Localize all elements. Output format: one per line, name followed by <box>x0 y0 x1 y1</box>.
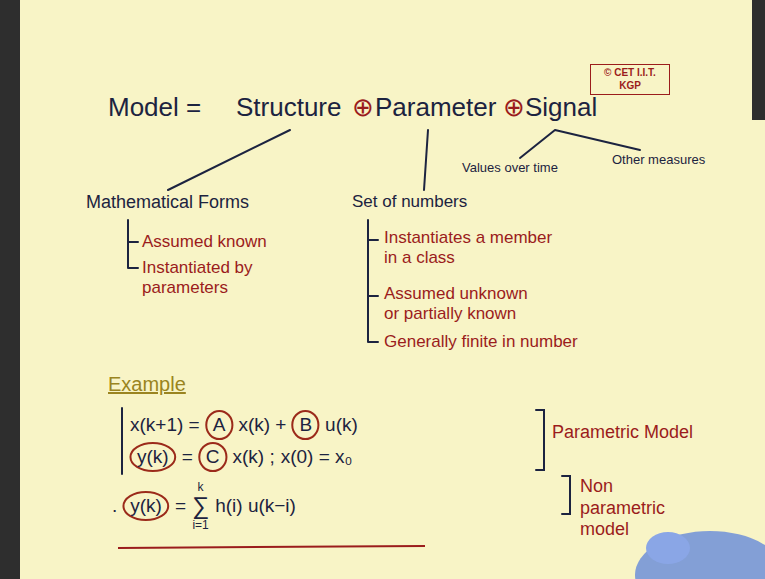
tree-bracket <box>128 220 138 268</box>
symbol-text: C <box>206 446 220 468</box>
equation-row: x(k+1) = Ax(k) + Bu(k) <box>130 410 358 440</box>
heading-word: Signal <box>525 92 597 123</box>
note: Assumed known <box>142 232 267 252</box>
model-type: Parametric Model <box>552 422 693 444</box>
symbol-text: A <box>213 414 226 436</box>
sum-limit: k <box>198 480 204 494</box>
stamp-text: © CET I.I.T. KGP <box>595 67 665 92</box>
bracket <box>562 476 570 514</box>
model-type: Non parametric model <box>580 476 690 541</box>
equation-term: x(k) ; <box>233 446 275 469</box>
gloved-hand <box>635 531 765 579</box>
note: Instantiated by parameters <box>142 258 267 299</box>
symbol-text: y(k) <box>130 495 162 517</box>
equation-term: . <box>112 495 117 518</box>
equation-term: = <box>175 495 186 518</box>
symbol-text: y(k) <box>137 446 169 468</box>
tree-bracket <box>368 220 378 342</box>
branch-label: Mathematical Forms <box>86 192 249 214</box>
equation-term: x(k+1) = <box>130 414 200 437</box>
equation-term: = <box>182 446 193 469</box>
circle-outline <box>124 492 169 520</box>
underline <box>118 546 425 548</box>
equation-row: y(k) = Cx(k) ; x(0) = x₀ <box>130 442 352 472</box>
section-heading: Example <box>108 372 186 396</box>
branch-label: Set of numbers <box>352 192 467 212</box>
paper-edge <box>752 120 765 579</box>
heading-word: Parameter <box>375 92 496 123</box>
equation-bar <box>121 408 123 474</box>
circle-outline <box>199 443 226 471</box>
sum-limit: i=1 <box>192 518 208 532</box>
equation-term: h(i) u(k−i) <box>215 495 296 518</box>
circled-symbol: y(k) <box>123 491 169 521</box>
circle-outline <box>130 443 175 471</box>
circle-outline <box>293 411 319 439</box>
circled-symbol: B <box>292 410 319 440</box>
branch-label: Values over time <box>462 160 558 176</box>
circled-symbol: y(k) <box>130 442 176 472</box>
equation-row: . y(k) = k∑i=1 h(i) u(k−i) <box>112 480 296 533</box>
plus-symbol: ⊕ <box>352 92 374 123</box>
summation: k∑i=1 <box>192 480 209 533</box>
equation-term: x(0) = x₀ <box>281 446 353 469</box>
branch-label: Other measures <box>612 152 705 168</box>
heading-word: Model = <box>108 92 201 123</box>
bracket <box>536 410 544 470</box>
gloved-finger <box>646 532 690 564</box>
note: Instantiates a member in a class <box>384 228 564 269</box>
tree-line <box>424 130 428 190</box>
paper <box>20 0 752 579</box>
equation-term: x(k) + <box>238 414 286 437</box>
heading-word: Structure <box>236 92 342 123</box>
sum-symbol: ∑ <box>192 494 209 518</box>
note: Generally finite in number <box>384 332 578 352</box>
symbol-text: B <box>299 414 312 436</box>
note: Assumed unknown or partially known <box>384 284 534 325</box>
circle-outline <box>206 411 232 439</box>
plus-symbol: ⊕ <box>503 92 525 123</box>
circled-symbol: A <box>206 410 233 440</box>
copyright-stamp: © CET I.I.T. KGP <box>590 64 670 95</box>
tree-line <box>168 130 290 190</box>
equation-term: u(k) <box>325 414 358 437</box>
circled-symbol: C <box>199 442 227 472</box>
